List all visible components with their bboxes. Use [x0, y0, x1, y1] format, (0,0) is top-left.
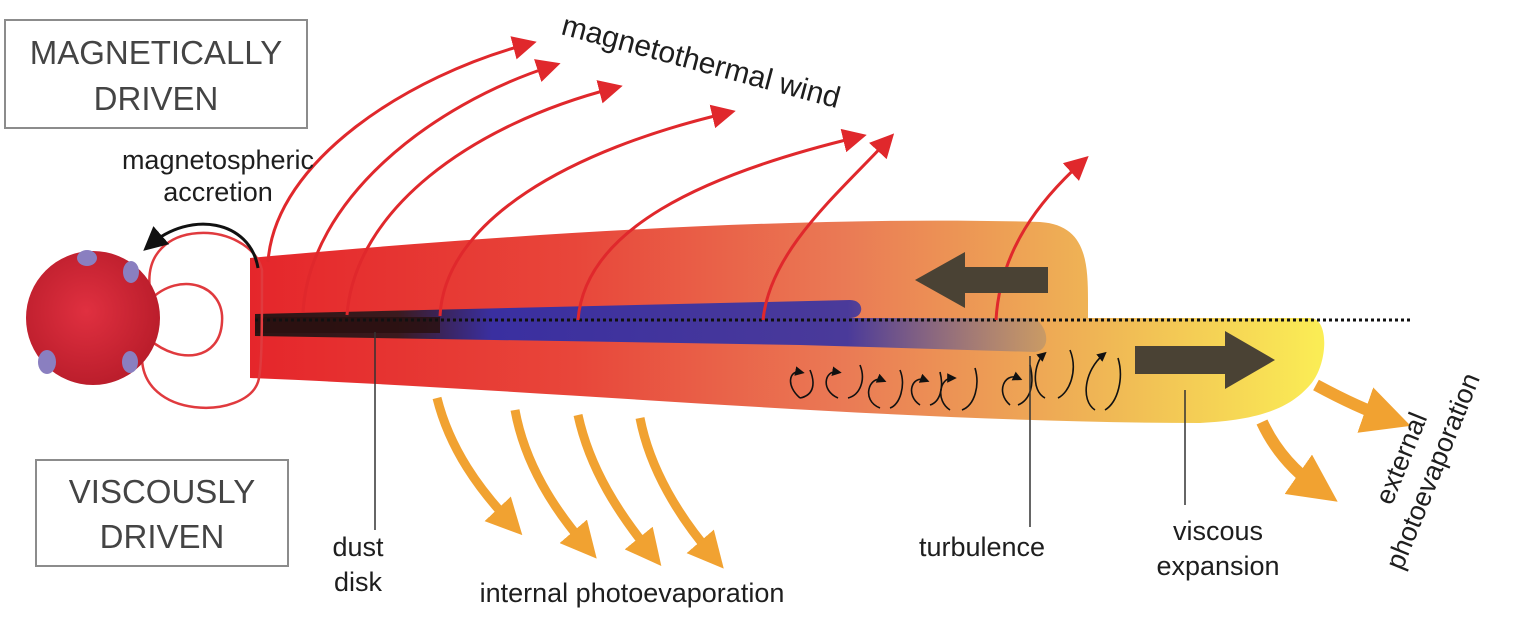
orange-arrow-icon [1256, 419, 1338, 502]
dust-disk-label-line1: dust [332, 532, 384, 562]
curl-arrow-icon [910, 373, 930, 406]
dust-disk-label-line2: disk [334, 567, 383, 597]
dust-disk [255, 300, 1047, 352]
viscously-driven-box: VISCOUSLY DRIVEN [35, 459, 289, 567]
red-arrow-icon [345, 80, 623, 316]
left-arrow-icon [915, 252, 1048, 308]
orange-arrow-icon [573, 414, 662, 566]
red-arrow-icon [266, 36, 537, 263]
viscously-driven-line2: DRIVEN [100, 518, 225, 555]
orange-arrow-icon [1313, 379, 1411, 433]
red-arrow-icon [761, 133, 895, 321]
curl-arrow-icon [1085, 351, 1107, 411]
magnetically-driven-line1: MAGNETICALLY [30, 34, 282, 71]
red-arrow-icon [438, 104, 736, 317]
curl-arrow-icon [867, 373, 887, 409]
curl-arrow-icon [789, 366, 805, 399]
turbulence-curls [789, 349, 1122, 411]
accretion-arrow-icon [143, 222, 260, 269]
external-photoevaporation-label: external photoevaporation [1369, 369, 1485, 574]
viscously-driven-line1: VISCOUSLY [69, 473, 255, 510]
star-icon [26, 250, 160, 385]
external-photoevaporation-arrows [1256, 379, 1411, 502]
orange-arrow-icon [635, 417, 724, 569]
curl-arrow-icon [1001, 371, 1023, 406]
magnetothermal-wind-label: magnetothermal wind [558, 9, 844, 115]
orange-arrow-icon [510, 409, 597, 559]
magnetothermal-wind-arrows [266, 36, 1089, 321]
magnetically-driven-line2: DRIVEN [94, 80, 219, 117]
curl-arrow-icon [1034, 351, 1047, 399]
turbulence-label: turbulence [919, 532, 1045, 562]
orange-arrow-icon [432, 396, 523, 536]
magnetospheric-accretion-label-line1: magnetospheric [122, 145, 314, 175]
right-arrow-icon [1135, 331, 1275, 389]
label-pointer-lines [374, 332, 1186, 530]
internal-photoevaporation-arrows [432, 396, 724, 569]
magnetospheric-accretion-label-line2: accretion [163, 177, 273, 207]
viscous-expansion-label-line2: expansion [1156, 551, 1279, 581]
magnetic-field-loops [140, 231, 264, 409]
magnetically-driven-box: MAGNETICALLY DRIVEN [4, 19, 308, 129]
red-arrow-icon [576, 128, 867, 321]
viscous-expansion-label-line1: viscous [1173, 516, 1263, 546]
red-arrow-icon [301, 59, 561, 313]
red-arrow-icon [994, 155, 1089, 321]
internal-photoevaporation-label: internal photoevaporation [480, 578, 785, 608]
curl-arrow-icon [825, 366, 842, 399]
